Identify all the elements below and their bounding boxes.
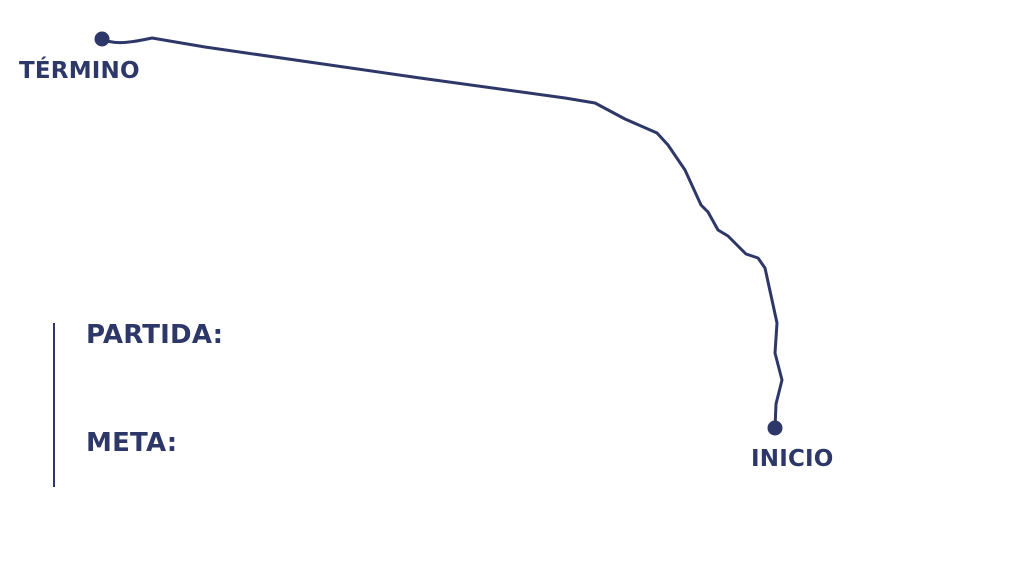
start-point-label: INICIO — [751, 446, 834, 472]
end-point-label: TÉRMINO — [19, 58, 140, 84]
start-point-marker — [767, 420, 783, 436]
route-line — [100, 36, 784, 430]
info-divider — [53, 323, 55, 487]
partida-label: PARTIDA: — [86, 320, 224, 350]
end-point-marker — [94, 31, 110, 47]
meta-label: META: — [86, 428, 178, 458]
